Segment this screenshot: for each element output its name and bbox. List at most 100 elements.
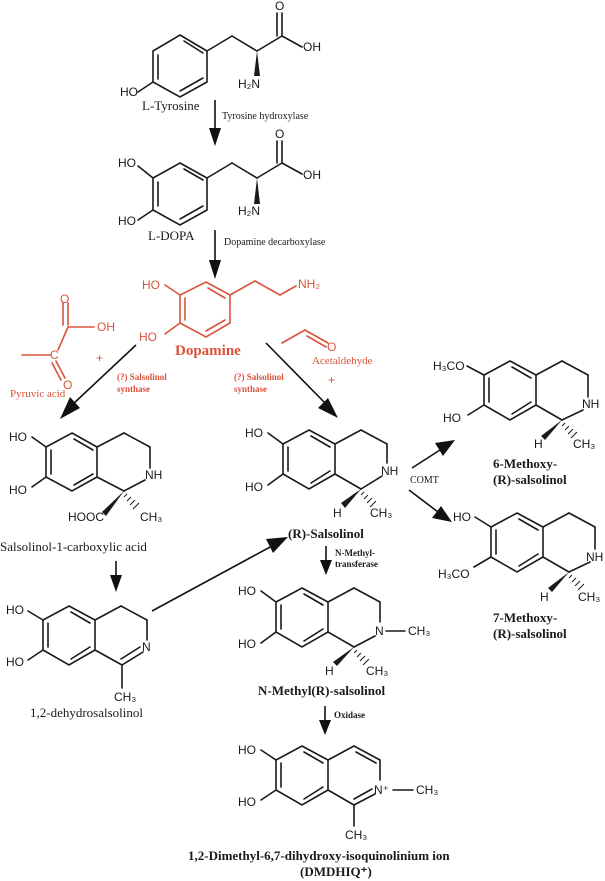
atom-label: H₂N xyxy=(238,77,260,91)
atom-label: O xyxy=(327,340,336,354)
enzyme-label: synthase xyxy=(234,384,267,394)
atom-label: HO xyxy=(238,743,256,757)
atom-label: O xyxy=(275,127,284,141)
enzyme-label: Dopamine decarboxylase xyxy=(224,237,326,248)
atom-label: O xyxy=(63,378,72,392)
compound-name: Pyruvic acid xyxy=(10,388,66,400)
atom-label: NH₂ xyxy=(298,277,320,291)
atom-label: HO xyxy=(6,655,24,669)
reaction-arrow-to-r-salsolinol: (?) Salsolinol synthase xyxy=(234,342,338,418)
atom-label: O xyxy=(275,0,284,13)
atom-label: H₃CO xyxy=(433,359,465,373)
compound-name: 1,2-Dimethyl-6,7-dihydroxy-isoquinoliniu… xyxy=(188,848,450,863)
atom-label: O xyxy=(60,292,69,306)
atom-label: CH₃ xyxy=(408,624,430,638)
atom-label: HO xyxy=(453,510,471,524)
atom-label: H₂N xyxy=(238,204,260,218)
reaction-arrow-comt: COMT xyxy=(408,440,455,522)
atom-label: HO xyxy=(238,584,256,598)
atom-label: HO xyxy=(120,85,138,99)
atom-label: N xyxy=(142,640,151,654)
benzene-ring xyxy=(152,34,208,98)
atom-label: NH xyxy=(586,550,603,564)
compound-name: 7-Methoxy- xyxy=(493,610,557,625)
atom-label: CH₃ xyxy=(578,590,600,604)
reaction-arrow-n-methyltransferase: N-Methyl- transferase xyxy=(320,546,378,575)
reaction-arrow-dopamine-decarboxylase: Dopamine decarboxylase xyxy=(209,230,326,279)
enzyme-label: (?) Salsolinol xyxy=(117,372,167,382)
atom-label: HO xyxy=(238,795,256,809)
enzyme-label: (?) Salsolinol xyxy=(234,372,284,382)
arrowhead-icon xyxy=(320,560,332,575)
enzyme-label: Oxidase xyxy=(334,710,365,720)
atom-label: N⁺ xyxy=(374,783,389,797)
compound-name: L-DOPA xyxy=(148,228,195,243)
compound-dmdhiq: HO HO N⁺ CH₃ CH₃ 1,2-Dimethyl-6,7-dihydr… xyxy=(188,743,450,879)
reaction-arrow-oxidase: Oxidase xyxy=(319,706,365,735)
plus-sign: + xyxy=(328,373,335,387)
compound-acetaldehyde: O Acetaldehyde + xyxy=(281,329,373,387)
arrowhead-icon xyxy=(209,128,221,146)
compound-7-methoxy-r-salsolinol: HO H₃CO NH H CH₃ 7-Methoxy- (R)-salsolin… xyxy=(438,510,603,641)
atom-label: HO xyxy=(245,426,263,440)
atom-label: OH xyxy=(97,320,115,334)
compound-l-dopa: HO HO O OH H₂N L-DOPA xyxy=(118,127,321,243)
compound-name: L-Tyrosine xyxy=(142,98,200,113)
atom-label: HO xyxy=(6,603,24,617)
atom-label: CH₃ xyxy=(366,664,388,678)
compound-name: N-Methyl(R)-salsolinol xyxy=(258,683,385,698)
atom-label: CH₃ xyxy=(140,510,162,524)
reaction-arrow-tyrosine-hydroxylase: Tyrosine hydroxylase xyxy=(209,100,309,146)
compound-name: Salsolinol-1-carboxylic acid xyxy=(0,539,147,554)
compound-pyruvic-acid: O OH C O Pyruvic acid + xyxy=(10,292,115,400)
atom-label: HO xyxy=(443,411,461,425)
compound-name: (R)-Salsolinol xyxy=(288,526,364,541)
atom-label: OH xyxy=(303,168,321,182)
reaction-arrow-dehydro-to-r-salsolinol xyxy=(151,537,288,612)
atom-label: HO xyxy=(245,480,263,494)
atom-label: H xyxy=(325,664,334,678)
enzyme-label: N-Methyl- xyxy=(335,548,375,558)
atom-label: HO xyxy=(142,278,160,292)
arrowhead-icon xyxy=(432,506,452,522)
compound-dopamine: HO HO NH₂ Dopamine xyxy=(139,277,320,359)
atom-label: CH₃ xyxy=(573,437,595,451)
atom-label: CH₃ xyxy=(370,506,392,520)
atom-label: OH xyxy=(303,40,321,54)
atom-label: NH xyxy=(381,464,398,478)
atom-label: C xyxy=(50,348,59,362)
compound-salsolinol-1-carboxylic-acid: HO HO NH HOOC CH₃ Salsolinol-1-carboxyli… xyxy=(0,430,162,554)
compound-1-2-dehydrosalsolinol: HO HO N CH₃ 1,2-dehydrosalsolinol xyxy=(6,603,151,720)
atom-label: CH₃ xyxy=(345,828,367,842)
atom-label: NH xyxy=(145,468,162,482)
atom-label: H xyxy=(534,437,543,451)
atom-label: HO xyxy=(139,330,157,344)
compound-name: (R)-salsolinol xyxy=(493,626,567,641)
arrowhead-icon xyxy=(318,398,338,418)
atom-label: H xyxy=(333,506,342,520)
reaction-arrow-to-salsolinol-carboxylic: (?) Salsolinol synthase xyxy=(60,344,167,419)
atom-label: HO xyxy=(238,637,256,651)
enzyme-label: Tyrosine hydroxylase xyxy=(222,111,309,122)
atom-label: CH₃ xyxy=(114,690,136,704)
arrowhead-icon xyxy=(319,720,331,735)
atom-label: HOOC xyxy=(68,510,104,524)
compound-l-tyrosine: HO O OH H₂N L-Tyrosine xyxy=(120,0,321,113)
atom-label: CH₃ xyxy=(416,783,438,797)
arrowhead-icon xyxy=(60,397,80,419)
compound-r-salsolinol: HO HO NH H CH₃ (R)-Salsolinol xyxy=(245,426,398,541)
compound-name: (R)-salsolinol xyxy=(493,472,567,487)
atom-label: N xyxy=(375,624,384,638)
reaction-arrow-to-dehydrosalsolinol xyxy=(110,561,122,592)
compound-name: 1,2-dehydrosalsolinol xyxy=(30,705,143,720)
compound-name: Acetaldehyde xyxy=(312,355,373,367)
arrowhead-icon xyxy=(110,575,122,592)
arrowhead-icon xyxy=(209,260,221,279)
compound-6-methoxy-r-salsolinol: H₃CO HO NH H CH₃ 6-Methoxy- (R)-salsolin… xyxy=(433,359,599,487)
atom-label: NH xyxy=(582,397,599,411)
compound-name: (DMDHIQ⁺) xyxy=(300,864,372,879)
arrowhead-icon xyxy=(435,440,455,456)
atom-label: H xyxy=(540,590,549,604)
atom-label: HO xyxy=(118,214,136,228)
